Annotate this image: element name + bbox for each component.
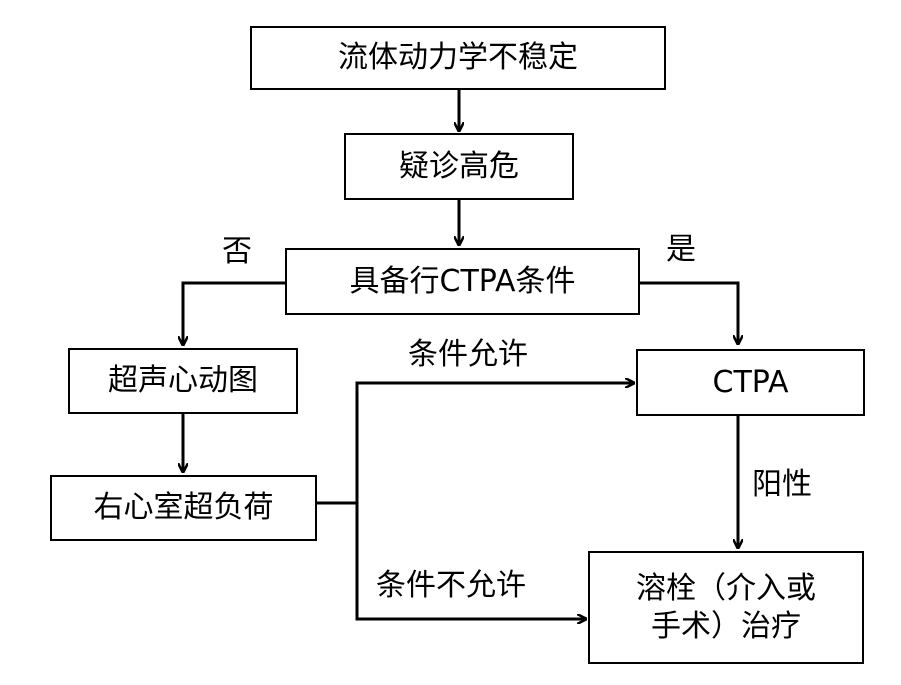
node-thrombolysis-line1: 溶栓（介入或	[636, 571, 816, 606]
node-thrombolysis-line2: 手术）治疗	[651, 608, 801, 644]
node-ctpa: CTPA	[636, 349, 865, 416]
node-echocardiogram-label: 超声心动图	[108, 363, 258, 399]
arrow-allowed-to-ctpa	[355, 383, 634, 503]
edge-label-condition-allowed: 条件允许	[408, 337, 528, 372]
node-ctpa-condition: 具备行CTPA条件	[285, 248, 640, 315]
arrow-not-allowed-to-thrombolysis	[355, 503, 586, 619]
node-hemodynamic-unstable-label: 流体动力学不稳定	[338, 40, 578, 76]
arrow-yes-to-ctpa	[640, 281, 738, 344]
node-thrombolysis: 溶栓（介入或 手术）治疗	[588, 551, 864, 664]
node-echocardiogram: 超声心动图	[68, 348, 298, 414]
edge-label-yes: 是	[666, 232, 696, 267]
edge-label-positive: 阳性	[752, 467, 812, 502]
arrow-no-to-echo	[183, 281, 285, 345]
node-suspected-high-risk: 疑诊高危	[344, 133, 574, 200]
node-ctpa-label: CTPA	[712, 364, 789, 400]
node-rv-overload-label: 右心室超负荷	[93, 490, 274, 526]
node-suspected-high-risk-label: 疑诊高危	[399, 148, 519, 184]
node-ctpa-condition-label: 具备行CTPA条件	[349, 263, 576, 299]
node-hemodynamic-unstable: 流体动力学不稳定	[250, 26, 666, 90]
edge-label-no: 否	[222, 234, 252, 269]
node-rv-overload: 右心室超负荷	[50, 475, 317, 541]
edge-label-condition-not-allowed: 条件不允许	[376, 568, 526, 603]
